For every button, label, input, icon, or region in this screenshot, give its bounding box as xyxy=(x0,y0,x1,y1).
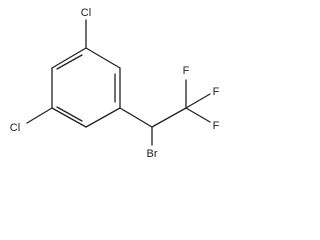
atom-br-bottom: Br xyxy=(147,148,158,160)
ring-bond-6 xyxy=(51,47,87,69)
ring-double-bond-2 xyxy=(56,106,83,122)
ring-bond-4 xyxy=(51,107,87,128)
atom-f-top: F xyxy=(183,65,190,77)
ring-bond-1 xyxy=(85,47,121,69)
bond-cf3-to-f-lower-right xyxy=(185,107,211,123)
ring-bond-3 xyxy=(85,107,121,128)
atom-f-upper-right: F xyxy=(213,86,220,98)
bond-to-cl-left xyxy=(26,107,53,124)
structure-diagram: Cl Cl F F F Br xyxy=(10,7,220,160)
atom-f-lower-right: F xyxy=(213,120,220,132)
benzene-ring xyxy=(51,47,121,128)
atom-cl-left: Cl xyxy=(10,122,20,134)
bond-chbr-to-cf3 xyxy=(151,107,187,128)
atom-cl-top: Cl xyxy=(81,7,91,19)
molecule-drawing: Cl Cl F F F Br xyxy=(10,7,220,160)
bond-cf3-to-f-upper-right xyxy=(185,93,211,109)
ring-double-bond-3 xyxy=(56,54,83,70)
bond-to-chbr xyxy=(119,107,153,128)
